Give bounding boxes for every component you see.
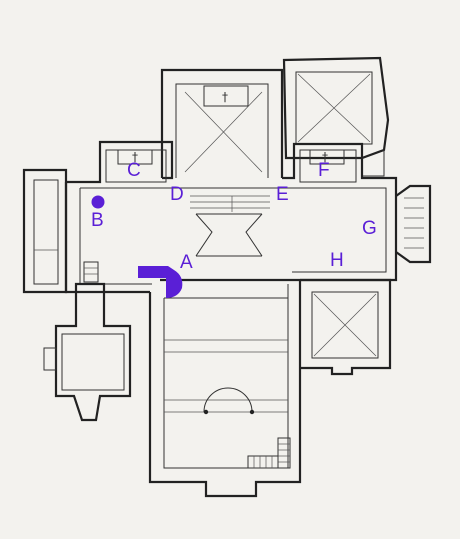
marker-a-structure [138, 266, 183, 298]
marker-b-dot [91, 195, 105, 209]
label-c: C [127, 160, 141, 181]
west-tower [43, 282, 132, 422]
label-h: H [330, 250, 344, 271]
north-chapel: † [160, 68, 284, 178]
chapel-c-cross-icon: † [132, 150, 138, 164]
nave [148, 280, 302, 498]
label-e: E [276, 184, 289, 205]
southeast-room [300, 278, 392, 376]
west-stair [83, 261, 99, 283]
chapel-f: † [299, 149, 357, 183]
transept [64, 140, 398, 294]
altar-cross-icon: † [222, 90, 228, 104]
label-a: A [180, 252, 193, 273]
label-g: G [362, 218, 377, 239]
label-b: B [91, 210, 104, 231]
label-d: D [170, 184, 184, 205]
west-annex [22, 168, 68, 294]
east-porch [395, 184, 432, 264]
chapel-c: † [105, 149, 167, 183]
chapel-f-cross-icon: † [322, 150, 328, 164]
label-f: F [318, 160, 330, 181]
